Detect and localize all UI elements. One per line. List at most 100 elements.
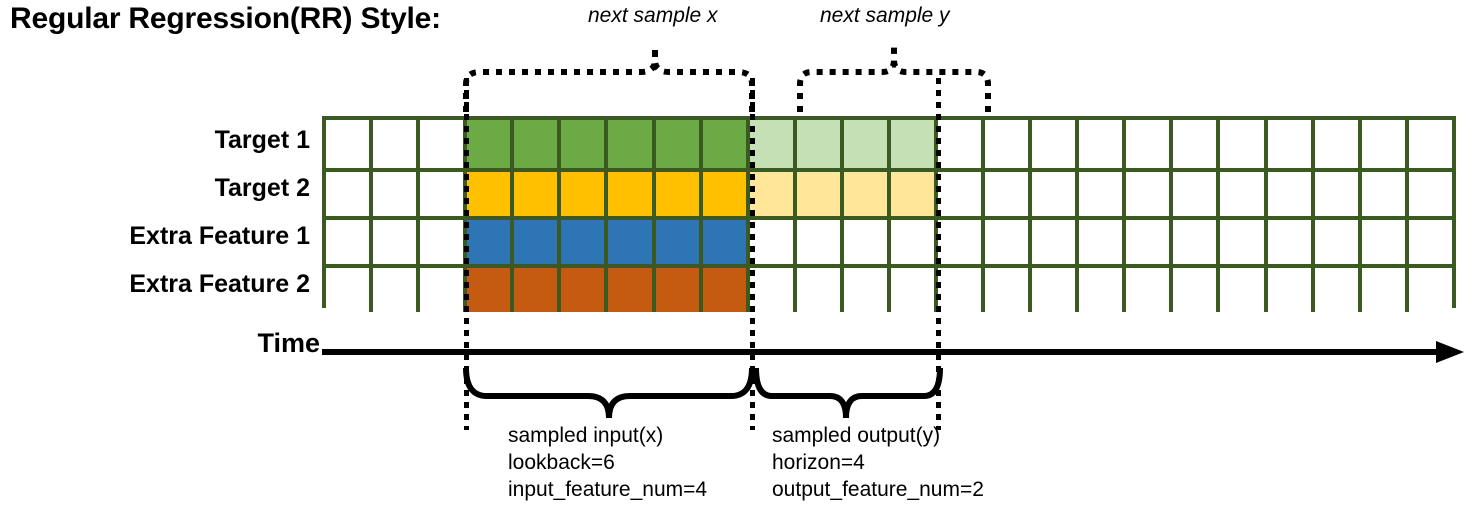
grid-cell [416, 120, 464, 168]
caption-input-line-3: input_feature_num=4 [508, 478, 708, 501]
grid-cell [1028, 220, 1076, 264]
grid-row-extra-feature-1 [326, 216, 1452, 264]
grid-cell [1075, 120, 1123, 168]
dotted-brace-next-sample-x [463, 46, 755, 112]
grid-cell [557, 268, 605, 312]
grid-cell [698, 120, 746, 168]
grid-cell [326, 172, 370, 216]
guide-output-end [936, 78, 941, 430]
grid-cell [369, 120, 417, 168]
grid-cell [1122, 120, 1170, 168]
grid-cell [651, 268, 699, 312]
grid-cell [326, 220, 370, 264]
guide-input-end [750, 78, 755, 430]
grid-cell [604, 220, 652, 264]
grid-cell [1357, 172, 1405, 216]
grid-cell [369, 268, 417, 312]
grid-cell [416, 172, 464, 216]
caption-input-line-1: sampled input(x) [508, 424, 664, 447]
grid-cell [510, 172, 558, 216]
grid-cell [510, 268, 558, 312]
grid-cell [1216, 172, 1264, 216]
grid-cell [886, 268, 935, 312]
grid-cell [1357, 120, 1405, 168]
grid-cell [792, 172, 840, 216]
grid-cell [1310, 172, 1358, 216]
grid-cell [1404, 268, 1452, 312]
grid-cell [1404, 120, 1452, 168]
grid-cell [981, 172, 1029, 216]
grid-cell [1263, 268, 1311, 312]
grid-cell [1075, 172, 1123, 216]
grid-row-extra-feature-2 [326, 264, 1452, 312]
grid-cell [1263, 172, 1311, 216]
grid-cell [886, 220, 935, 264]
grid-cell [463, 220, 511, 264]
time-axis-line [322, 349, 1442, 355]
grid-cell [416, 220, 464, 264]
grid-cell [1169, 120, 1217, 168]
caption-output-line-1: sampled output(y) [772, 424, 941, 447]
grid-cell [604, 268, 652, 312]
grid-cell [416, 268, 464, 312]
guide-input-start [464, 78, 469, 430]
grid-cell [1028, 120, 1076, 168]
grid-cell [1310, 268, 1358, 312]
grid-cell [934, 220, 982, 264]
grid-cell [510, 220, 558, 264]
grid-cell [369, 220, 417, 264]
grid-cell [886, 172, 935, 216]
annotation-next-sample-x: next sample x [588, 4, 718, 27]
timeline-grid [322, 116, 1456, 312]
grid-row-target-2 [326, 168, 1452, 216]
grid-cell [1263, 120, 1311, 168]
page-title: Regular Regression(RR) Style: [10, 2, 441, 35]
grid-cell [792, 268, 840, 312]
grid-cell [1075, 268, 1123, 312]
grid-cell [934, 120, 982, 168]
grid-cell [1263, 220, 1311, 264]
grid-cell [510, 120, 558, 168]
grid-cell [326, 268, 370, 312]
grid-cell [1028, 172, 1076, 216]
time-arrow-icon [1436, 341, 1464, 363]
grid-cell [651, 172, 699, 216]
grid-cell [651, 120, 699, 168]
grid-cell [557, 220, 605, 264]
grid-cell [1122, 172, 1170, 216]
grid-cell [1169, 220, 1217, 264]
grid-cell [326, 120, 370, 168]
row-label-target-2: Target 2 [214, 174, 310, 202]
grid-cell [839, 172, 887, 216]
caption-sampled-output: sampled output(y) horizon=4 output_featu… [772, 422, 984, 503]
grid-cell [792, 220, 840, 264]
grid-cell [1169, 268, 1217, 312]
grid-cell [463, 268, 511, 312]
grid-cell [1357, 268, 1405, 312]
grid-cell [1216, 220, 1264, 264]
grid-cell [557, 120, 605, 168]
grid-cell [1075, 220, 1123, 264]
grid-cell [1216, 268, 1264, 312]
grid-cell [981, 268, 1029, 312]
grid-cell [1404, 220, 1452, 264]
grid-cell [1122, 220, 1170, 264]
grid-cell [981, 220, 1029, 264]
grid-cell [604, 172, 652, 216]
brace-sampled-output [753, 367, 943, 419]
time-axis-label: Time [257, 328, 320, 358]
grid-cell [1310, 120, 1358, 168]
grid-cell [886, 120, 935, 168]
grid-cell [1404, 172, 1452, 216]
row-label-column: Target 1 Target 2 Extra Feature 1 Extra … [0, 116, 310, 308]
grid-cell [981, 120, 1029, 168]
grid-row-target-1 [326, 120, 1452, 168]
caption-output-line-3: output_feature_num=2 [772, 478, 984, 501]
grid-cell [651, 220, 699, 264]
grid-cell [604, 120, 652, 168]
grid-cell [934, 172, 982, 216]
grid-cell [557, 172, 605, 216]
grid-cell [698, 268, 746, 312]
grid-cell [839, 120, 887, 168]
